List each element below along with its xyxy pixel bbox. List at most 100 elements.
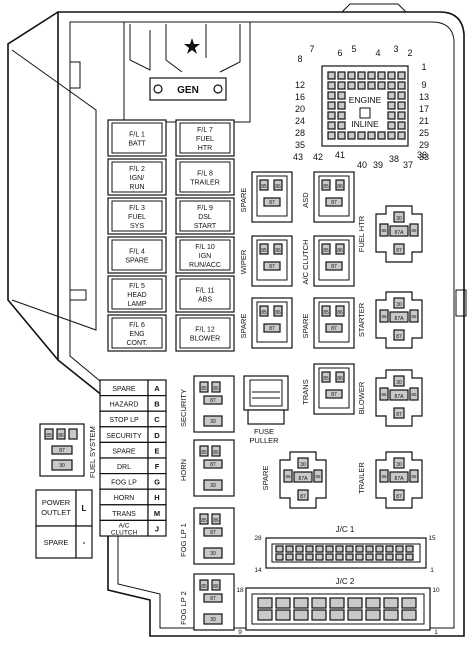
connector-pin <box>357 71 366 80</box>
connector-top-pin: 4 <box>375 48 380 58</box>
fuse-puller-label-2: PULLER <box>249 436 279 445</box>
fuse-link-text: F/L 8 <box>197 171 213 178</box>
connector-left-pin: 24 <box>295 116 305 126</box>
connector-bottom-pin: 36 <box>417 150 427 160</box>
fuse-link-text: F/L 12 <box>195 327 215 334</box>
connector-pin <box>377 131 386 140</box>
jc2-pin <box>275 609 291 621</box>
jc1-pin <box>285 553 294 561</box>
lower-relay-pin: 85 <box>201 518 207 524</box>
iso-relay-pin: 85 <box>411 474 417 479</box>
iso-relay-pin: 87 <box>396 494 402 500</box>
jc1-pin <box>345 553 354 561</box>
jc1-pin-1: 1 <box>430 567 434 574</box>
mini-relay-pin: 85 <box>323 184 329 190</box>
connector-right-pin: 17 <box>419 104 429 114</box>
jc1-pin <box>325 553 334 561</box>
lower-relay-pin: 86 <box>213 518 219 524</box>
fuel-system-pin: 87 <box>59 448 65 454</box>
fuse-link-text: F/L 3 <box>129 205 145 212</box>
iso-relay-pin: 85 <box>315 474 321 479</box>
fuse-link-text: TRAILER <box>190 180 220 187</box>
jc2-pin-1: 1 <box>434 629 438 636</box>
jc1-pin <box>375 553 384 561</box>
lower-relay-pin: 30 <box>210 483 216 489</box>
connector-pin <box>327 111 336 120</box>
connector-bottom-pin: 41 <box>335 150 345 160</box>
jc2-pin <box>311 609 327 621</box>
connector-pin <box>387 111 396 120</box>
connector-pin <box>367 71 376 80</box>
jc1-pin <box>395 545 404 553</box>
iso-relay-pin: 86 <box>381 228 387 233</box>
connector-pin <box>347 131 356 140</box>
connector-top-pin: 5 <box>351 44 356 54</box>
iso-relay-pin: 87A <box>395 476 405 482</box>
connector-pin <box>347 81 356 90</box>
connector-pin <box>337 71 346 80</box>
connector-pin <box>387 131 396 140</box>
jc2-pin <box>293 609 309 621</box>
mini-relay-pin: 86 <box>337 376 343 382</box>
connector-top-pin: 7 <box>309 44 314 54</box>
fuse-link-text: SYS <box>130 223 144 230</box>
cartridge-fuse-name: SPARE <box>112 386 136 393</box>
jc1-pin <box>385 545 394 553</box>
iso-relay-pin: 87A <box>395 316 405 322</box>
cartridge-fuse-letter: H <box>154 493 159 502</box>
connector-pin <box>377 71 386 80</box>
iso-relay-pin: 30 <box>396 216 402 222</box>
connector-bottom-pin: 43 <box>293 152 303 162</box>
mini-relay-label: A/C CLUTCH <box>301 239 310 284</box>
connector-pin <box>337 111 346 120</box>
lower-relay-pin: 30 <box>210 617 216 623</box>
fuel-system-pin: 86 <box>58 433 64 439</box>
lower-relay-label: HORN <box>179 459 188 481</box>
jc2-pin <box>293 597 309 609</box>
fuse-link-text: RUN/ACC <box>189 262 221 269</box>
mini-relay-pin: 86 <box>337 184 343 190</box>
jc1-pin <box>375 545 384 553</box>
fuse-link-text: LAMP <box>127 301 146 308</box>
mini-relay-label: WIPER <box>239 249 248 274</box>
jc2-pin <box>311 597 327 609</box>
connector-left-pin: 35 <box>295 140 305 150</box>
jc2-pin <box>275 597 291 609</box>
jc2-pin <box>365 609 381 621</box>
mini-relay-pin: 85 <box>323 248 329 254</box>
iso-relay-label: FUEL HTR <box>357 215 366 252</box>
connector-title-inline: INLINE <box>351 119 379 129</box>
connector-bottom-pin: 37 <box>403 160 413 170</box>
fuse-link-text: DSL <box>198 214 212 221</box>
jc2-pin <box>401 609 417 621</box>
jc1-pin <box>395 553 404 561</box>
connector-pin <box>357 81 366 90</box>
iso-relay-label: TRAILER <box>357 462 366 494</box>
mini-relay-pin: 87 <box>269 326 275 332</box>
mini-relay-label: ASD <box>301 192 310 208</box>
cartridge-fuse-name: SECURITY <box>106 433 142 440</box>
outlet-letter: L <box>82 504 87 513</box>
mini-relay-pin: 87 <box>331 264 337 270</box>
connector-pin <box>397 101 406 110</box>
iso-relay-pin: 87 <box>300 494 306 500</box>
lower-relay-pin: 87 <box>210 596 216 602</box>
lower-relay-pin: 85 <box>201 584 207 590</box>
iso-relay-pin: 86 <box>381 314 387 319</box>
jc2-pin <box>347 609 363 621</box>
connector-right-pin: 25 <box>419 128 429 138</box>
connector-pin <box>327 81 336 90</box>
